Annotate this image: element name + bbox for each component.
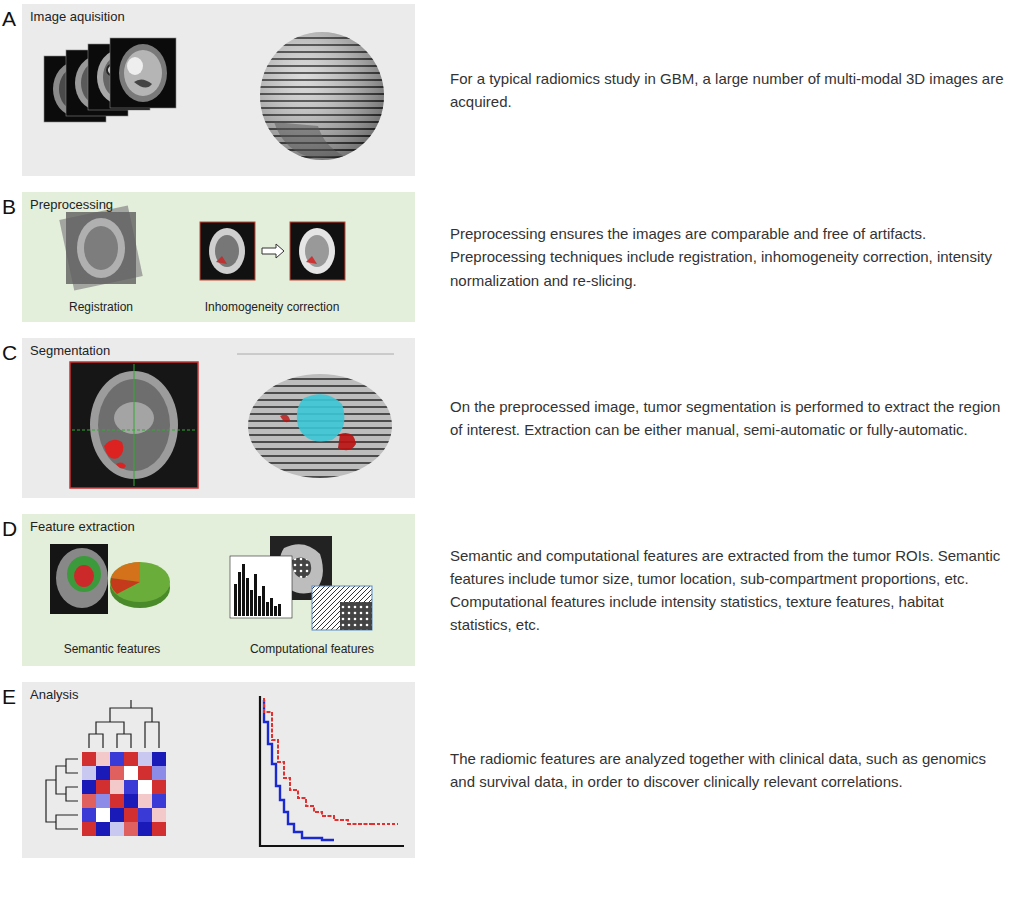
panel-box: AImage aquisition [22,4,415,176]
survival-curves [260,696,404,846]
tumor-roi-image [50,544,108,614]
panel-box: CSegmentation [22,338,415,498]
3d-head-render [260,32,384,160]
acquisition-illustration [22,4,415,176]
sub-caption: Registration [6,300,196,314]
heatmap-dendrogram [46,700,166,836]
panel-letter: A [2,8,16,29]
panel-title: Feature extraction [30,519,135,535]
mri-slice-stack [44,38,176,122]
sub-caption: Semantic features [17,642,207,656]
panel-title: Image aquisition [30,9,125,25]
segmentation-illustration [22,338,415,498]
panel-letter: B [2,196,16,217]
panel-box: EAnalysis [22,682,415,858]
3d-tumor-render [237,354,394,478]
analysis-illustration [22,682,415,858]
sub-caption: Computational features [217,642,407,656]
description-text: For a typical radiomics study in GBM, a … [450,67,1006,114]
panel-title: Segmentation [30,343,110,359]
panel-letter: E [2,686,16,707]
description-text: Semantic and computational features are … [450,544,1006,637]
description-text: The radiomic features are analyzed toget… [450,747,1006,794]
panel-letter: C [2,342,17,363]
panel-title: Analysis [30,687,78,703]
heatmap-cells [82,752,166,836]
registration-image [59,206,142,291]
computational-images [230,536,372,630]
panel-letter: D [2,518,17,539]
description-text: On the preprocessed image, tumor segment… [450,395,1006,442]
panel-box: DFeature extractionSemantic featuresComp… [22,514,415,666]
description-text: Preprocessing ensures the images are com… [450,222,1006,292]
pie-chart [110,562,170,608]
segmented-slice [70,362,198,488]
inhomogeneity-images [200,222,345,280]
sub-caption: Inhomogeneity correction [177,300,367,314]
panel-title: Preprocessing [30,197,113,213]
panel-box: BPreprocessingRegistrationInhomogeneity … [22,192,415,322]
